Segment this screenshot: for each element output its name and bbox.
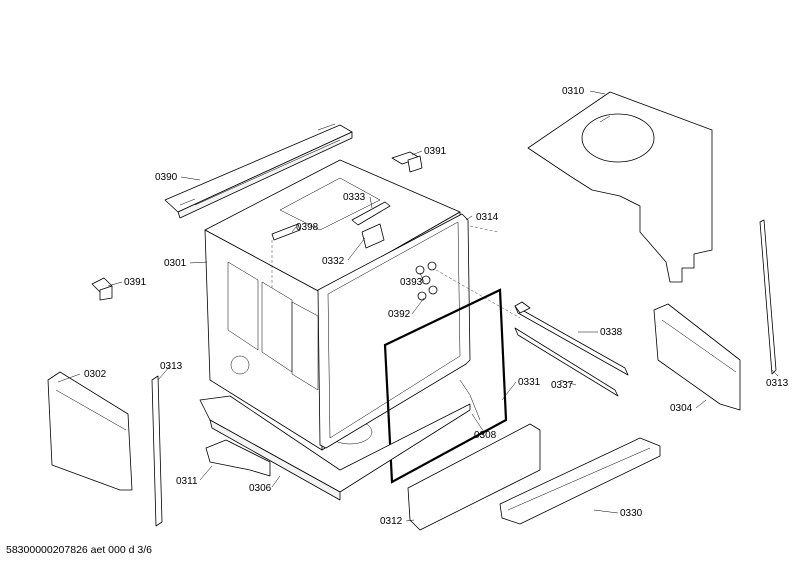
- part-0391-bracket-left: [91, 277, 113, 301]
- part-0310-insulation-top: [527, 91, 713, 283]
- part-0311-foot-block: [205, 439, 271, 477]
- part-0306-base-tray: [199, 395, 471, 501]
- label-0391-left: 0391: [124, 277, 147, 288]
- part-0332-holder: [361, 223, 385, 249]
- label-0312: 0312: [380, 516, 403, 527]
- part-0393-nuts: [415, 261, 437, 285]
- part-0392-nuts: [417, 269, 521, 319]
- part-0302-side-panel: [47, 371, 133, 491]
- label-0332: 0332: [322, 256, 345, 267]
- part-0312-front-insulation: [407, 423, 541, 531]
- label-0310: 0310: [562, 86, 585, 97]
- label-0333: 0333: [343, 192, 366, 203]
- label-0390: 0390: [155, 172, 178, 183]
- label-0304: 0304: [670, 403, 693, 414]
- part-0313-strip-left: [151, 375, 163, 527]
- label-0331: 0331: [518, 377, 541, 388]
- part-0314-frame-seal: [317, 213, 499, 449]
- label-0301: 0301: [164, 258, 187, 269]
- part-0304-side-panel: [653, 303, 741, 411]
- leader-lines: [57, 90, 779, 522]
- label-0330: 0330: [620, 508, 643, 519]
- part-0330-bottom-channel: [499, 437, 661, 525]
- part-0313-strip-right: [759, 219, 777, 375]
- part-0391-bracket-top: [391, 151, 423, 173]
- label-0393: 0393: [400, 277, 423, 288]
- part-0333-guide: [351, 201, 391, 226]
- label-0337: 0337: [551, 380, 574, 391]
- part-0398-strip: [271, 223, 301, 290]
- label-0314: 0314: [476, 212, 499, 223]
- label-0392: 0392: [388, 309, 411, 320]
- part-0337-rail: [514, 327, 619, 397]
- label-0338: 0338: [600, 327, 623, 338]
- part-0338-rail: [514, 301, 629, 376]
- document-reference: 58300000207826 aet 000 d 3/6: [6, 544, 152, 556]
- part-0331-seal-loop: [383, 288, 508, 484]
- label-0391-top: 0391: [424, 146, 447, 157]
- label-0302: 0302: [84, 369, 107, 380]
- part-0308-hose: [459, 379, 481, 421]
- label-0313-right: 0313: [766, 378, 789, 389]
- label-0398: 0398: [296, 222, 319, 233]
- label-0308: 0308: [474, 430, 497, 441]
- label-0306: 0306: [249, 483, 272, 494]
- label-0311: 0311: [176, 476, 198, 487]
- part-0390-top-rail: [164, 123, 353, 219]
- label-0313-left: 0313: [160, 361, 183, 372]
